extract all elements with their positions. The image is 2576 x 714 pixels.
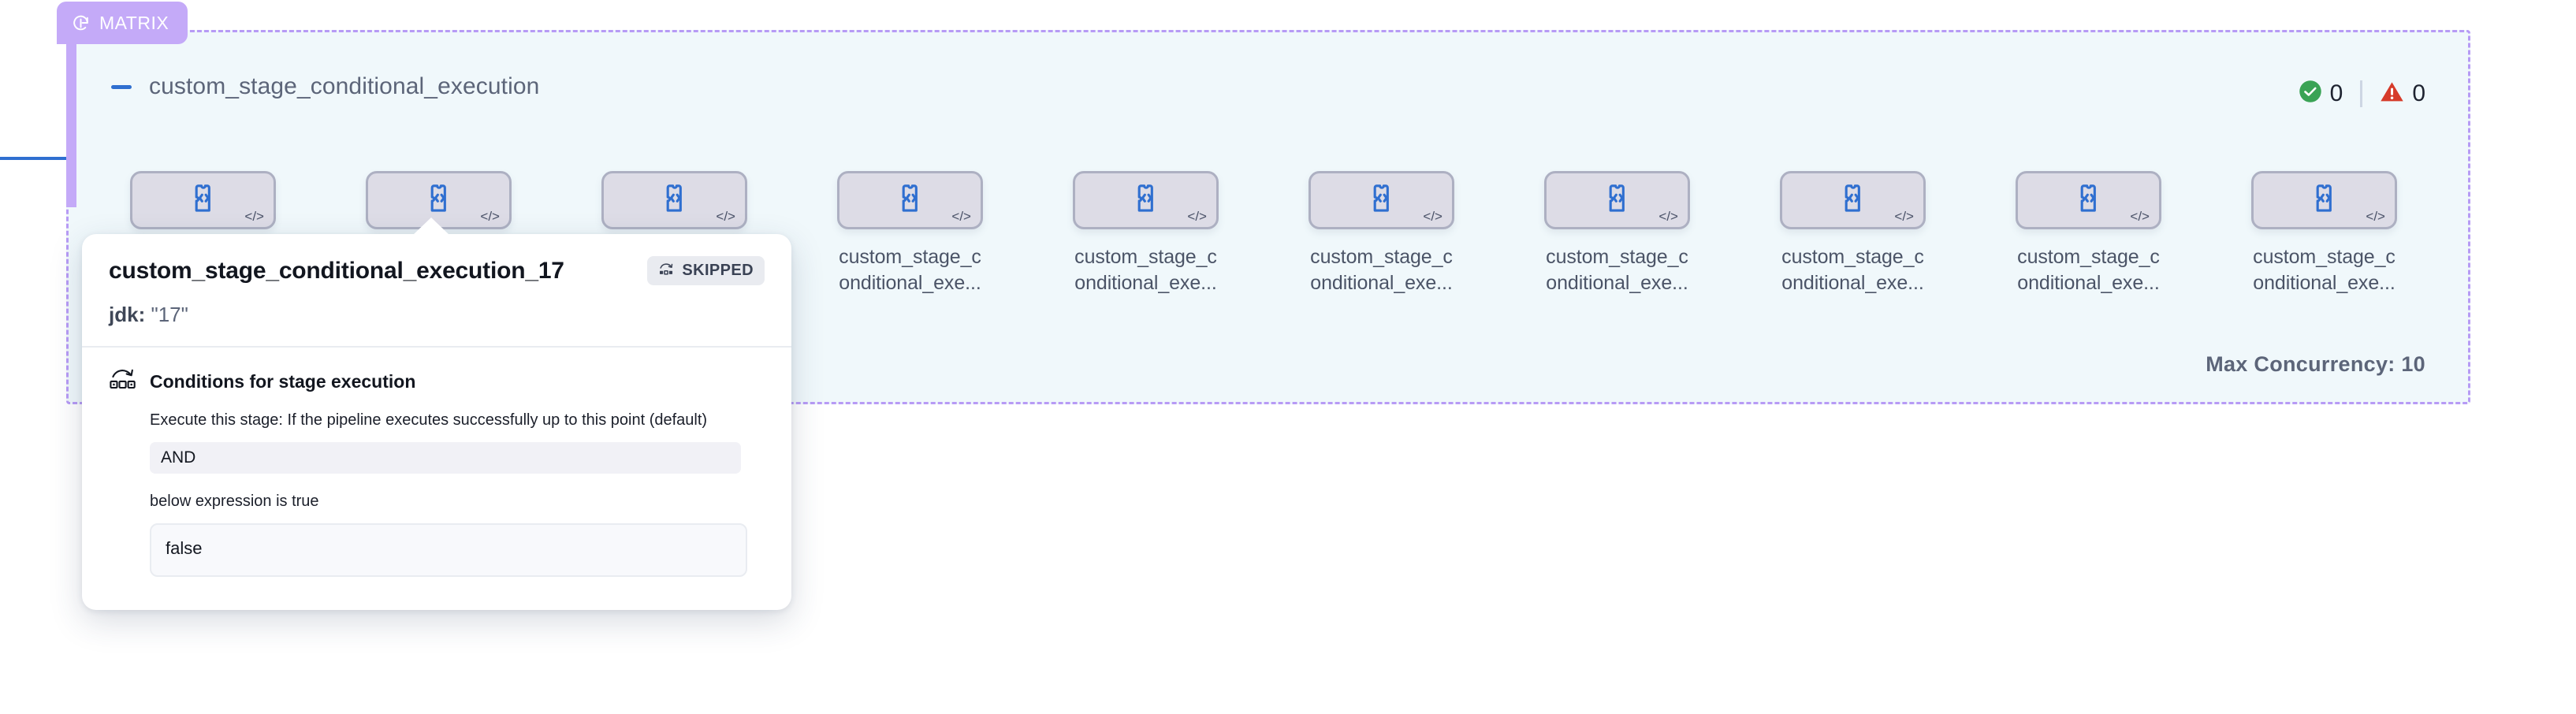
success-count: 0: [2329, 80, 2343, 106]
custom-stage-code-icon: [1364, 181, 1399, 220]
matrix-node-label-line2: onditional_exe...: [1310, 272, 1453, 294]
matrix-node-label-line2: onditional_exe...: [2017, 272, 2160, 294]
matrix-node-label: custom_stage_c onditional_exe...: [1073, 244, 1219, 296]
matrix-node-2[interactable]: </>custom_stage_conditional_exe...: [601, 171, 747, 296]
warning-count: 0: [2412, 80, 2425, 106]
conditions-operator-pill: AND: [150, 442, 741, 474]
matrix-group-header: custom_stage_conditional_execution: [111, 73, 539, 100]
matrix-node-box[interactable]: </>: [2016, 171, 2161, 229]
matrix-axis-value: "17": [151, 303, 188, 326]
code-brackets-icon: </>: [1894, 209, 1914, 224]
custom-stage-code-icon: [2307, 181, 2342, 220]
code-brackets-icon: </>: [480, 209, 500, 224]
matrix-node-label: custom_stage_c onditional_exe...: [2016, 244, 2161, 296]
status-badge-label: SKIPPED: [682, 262, 754, 279]
matrix-axis-key: jdk:: [109, 303, 146, 326]
code-brackets-icon: </>: [716, 209, 735, 224]
matrix-node-1[interactable]: </>custom_stage_conditional_exe...: [366, 171, 512, 296]
custom-stage-code-icon: [657, 181, 692, 220]
matrix-node-box[interactable]: </>: [130, 171, 276, 229]
matrix-node-label: custom_stage_c onditional_exe...: [1544, 244, 1690, 296]
custom-stage-code-icon: [893, 181, 928, 220]
tooltip-title: custom_stage_conditional_execution_17: [109, 257, 564, 284]
matrix-node-label-line1: custom_stage_c: [1074, 246, 1217, 268]
matrix-group-title: custom_stage_conditional_execution: [149, 73, 540, 99]
code-brackets-icon: </>: [2130, 209, 2150, 224]
tooltip-matrix-axis: jdk: "17": [109, 303, 765, 327]
matrix-node-box[interactable]: </>: [366, 171, 512, 229]
matrix-node-8[interactable]: </> custom_stage_c onditional_exe...: [2016, 171, 2161, 296]
status-counters: 0 0: [2299, 80, 2425, 107]
matrix-node-box[interactable]: </>: [1780, 171, 1926, 229]
tooltip-arrow: [413, 218, 449, 235]
matrix-node-label: custom_stage_c onditional_exe...: [837, 244, 983, 296]
conditions-header: Conditions for stage execution: [109, 368, 765, 395]
matrix-node-box[interactable]: </>: [1544, 171, 1690, 229]
matrix-node-label-line1: custom_stage_c: [1546, 246, 1688, 268]
warning-counter: 0: [2380, 80, 2425, 107]
code-brackets-icon: </>: [244, 209, 264, 224]
custom-stage-code-icon: [422, 181, 456, 220]
matrix-group-accent-bar: [66, 30, 76, 207]
matrix-node-label-line1: custom_stage_c: [839, 246, 981, 268]
matrix-node-label-line1: custom_stage_c: [1781, 246, 1924, 268]
matrix-node-5[interactable]: </> custom_stage_c onditional_exe...: [1308, 171, 1454, 296]
tooltip-header: custom_stage_conditional_execution_17 SK…: [82, 234, 791, 346]
matrix-node-label-line2: onditional_exe...: [1546, 272, 1688, 294]
status-badge: SKIPPED: [647, 256, 765, 285]
conditions-heading: Conditions for stage execution: [150, 370, 416, 392]
matrix-node-box[interactable]: </>: [601, 171, 747, 229]
code-brackets-icon: </>: [2366, 209, 2385, 224]
matrix-node-label-line1: custom_stage_c: [2017, 246, 2160, 268]
conditional-execution-icon: [109, 368, 137, 395]
matrix-node-box[interactable]: </>: [1308, 171, 1454, 229]
matrix-node-label-line2: onditional_exe...: [1074, 272, 1217, 294]
matrix-node-9[interactable]: </> custom_stage_c onditional_exe...: [2251, 171, 2397, 296]
tooltip-divider: [82, 346, 791, 348]
stage-detail-tooltip: custom_stage_conditional_execution_17 SK…: [82, 218, 791, 610]
matrix-node-label: custom_stage_c onditional_exe...: [2251, 244, 2397, 296]
matrix-node-label: custom_stage_c onditional_exe...: [1308, 244, 1454, 296]
custom-stage-code-icon: [1129, 181, 1163, 220]
matrix-node-label-line2: onditional_exe...: [839, 272, 981, 294]
custom-stage-code-icon: [1600, 181, 1635, 220]
matrix-node-label-line2: onditional_exe...: [1781, 272, 1924, 294]
matrix-node-0[interactable]: </>custom_stage_conditional_exe...: [130, 171, 276, 296]
collapse-toggle-icon[interactable]: [111, 84, 132, 89]
custom-stage-code-icon: [2072, 181, 2106, 220]
success-check-circle-icon: [2299, 80, 2322, 107]
matrix-node-box[interactable]: </>: [1073, 171, 1219, 229]
matrix-node-label-line1: custom_stage_c: [1310, 246, 1453, 268]
code-brackets-icon: </>: [1423, 209, 1442, 224]
matrix-node-box[interactable]: </>: [2251, 171, 2397, 229]
code-brackets-icon: </>: [1187, 209, 1207, 224]
tooltip-conditions-section: Conditions for stage execution Execute t…: [82, 348, 791, 610]
code-brackets-icon: </>: [951, 209, 971, 224]
matrix-type-badge-label: MATRIX: [99, 12, 169, 33]
matrix-node-7[interactable]: </> custom_stage_c onditional_exe...: [1780, 171, 1926, 296]
matrix-type-badge: MATRIX: [57, 2, 188, 44]
matrix-node-label-line1: custom_stage_c: [2253, 246, 2395, 268]
incoming-edge-connector: [0, 157, 71, 160]
conditions-expression-box[interactable]: false: [150, 523, 747, 577]
custom-stage-code-icon: [186, 181, 221, 220]
status-divider: [2360, 80, 2363, 107]
matrix-node-label-line2: onditional_exe...: [2253, 272, 2395, 294]
matrix-node-row: </> custom_stage_c onditional_exe... </> cus…: [69, 32, 2468, 402]
refresh-cycle-icon: [71, 13, 91, 33]
matrix-node-6[interactable]: </> custom_stage_c onditional_exe...: [1544, 171, 1690, 296]
custom-stage-code-icon: [1836, 181, 1871, 220]
conditions-sub-label: below expression is true: [150, 493, 319, 510]
matrix-node-3[interactable]: </> custom_stage_c onditional_exe...: [837, 171, 983, 296]
warning-triangle-icon: [2380, 80, 2404, 107]
code-brackets-icon: </>: [1658, 209, 1678, 224]
conditions-description: Execute this stage: If the pipeline exec…: [150, 411, 708, 429]
success-counter: 0: [2299, 80, 2343, 107]
matrix-node-4[interactable]: </> custom_stage_c onditional_exe...: [1073, 171, 1219, 296]
matrix-node-label: custom_stage_c onditional_exe...: [1780, 244, 1926, 296]
matrix-node-box[interactable]: </>: [837, 171, 983, 229]
max-concurrency-label: Max Concurrency: 10: [2206, 352, 2425, 376]
conditional-skip-icon: [658, 262, 675, 280]
